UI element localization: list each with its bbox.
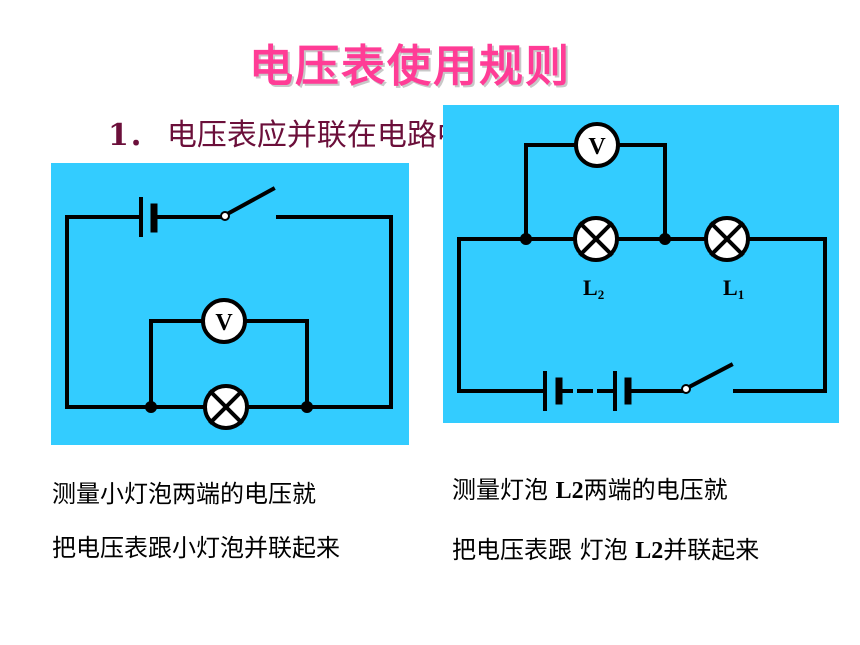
lamp-l1-label: L1 — [723, 275, 744, 302]
left-caption-line1: 测量小灯泡两端的电压就 — [52, 480, 316, 508]
left-wire-switch-right — [276, 215, 393, 409]
page-title: 电压表使用规则 — [249, 41, 571, 92]
right-switch-pivot — [681, 384, 691, 394]
right-outer-loop — [457, 237, 827, 393]
voltmeter-symbol — [201, 298, 247, 344]
junction-a — [520, 233, 532, 245]
right-circuit-panel: V L2 L1 — [443, 105, 839, 423]
right-voltmeter-label: V — [588, 134, 606, 160]
left-caption-line2: 把电压表跟小灯泡并联起来 — [52, 534, 340, 562]
right-voltmeter-symbol — [574, 122, 620, 168]
junction-b — [659, 233, 671, 245]
lamp-l2-label: L2 — [583, 275, 604, 302]
left-wire-left-side — [65, 215, 153, 409]
rule-point-1: 1．电压表应并联在电路中 — [108, 110, 467, 154]
right-caption-line2: 把电压表跟 灯泡 L2并联起来 — [452, 536, 760, 564]
junction-right — [301, 401, 313, 413]
right-caption-line1: 测量灯泡 L2两端的电压就 — [452, 476, 728, 504]
switch-pivot — [220, 211, 230, 221]
left-circuit-panel: V — [51, 163, 409, 445]
right-switch-blade — [686, 362, 734, 390]
right-circuit-diagram: V L2 L1 — [457, 122, 827, 411]
voltmeter-label: V — [215, 310, 233, 336]
rule-text: 电压表应并联在电路中 — [166, 118, 467, 153]
left-circuit-diagram: V — [65, 186, 393, 430]
switch-blade — [226, 186, 276, 216]
right-meter-branch — [524, 143, 667, 241]
left-meter-branch — [149, 319, 309, 409]
rule-number: 1． — [108, 118, 159, 153]
junction-left — [145, 401, 157, 413]
